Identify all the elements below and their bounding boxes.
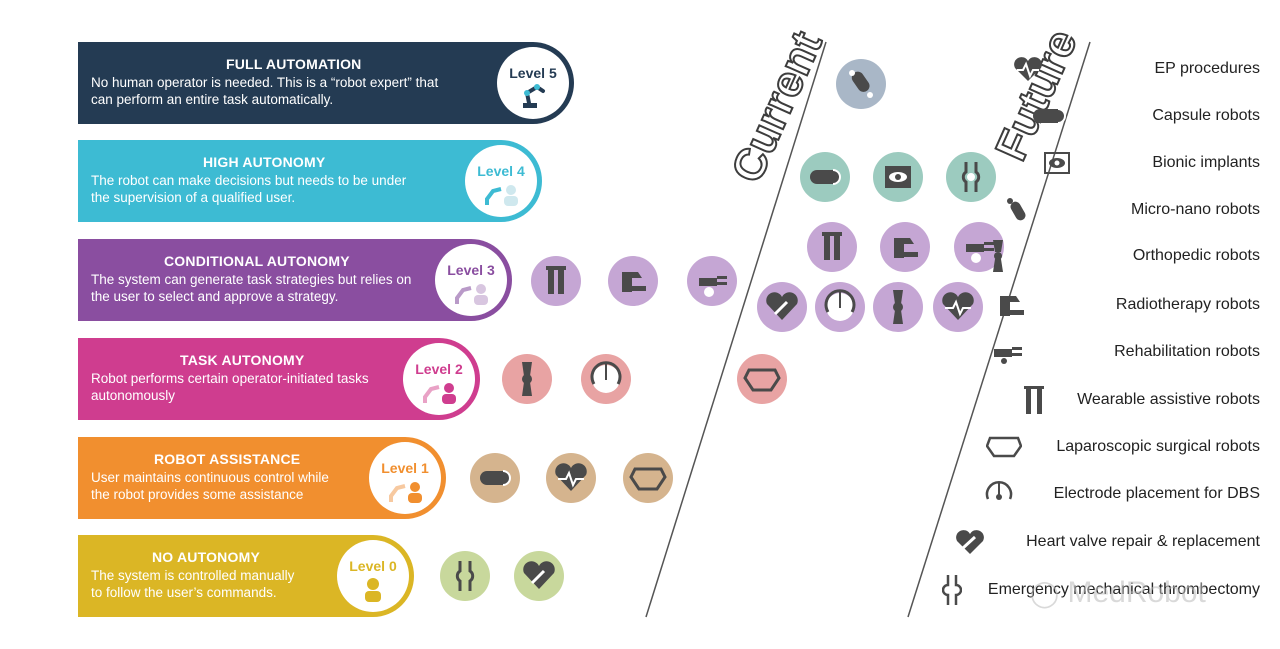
level-2-description: Robot performs certain operator-initiate… xyxy=(91,371,369,403)
level-4-badge: Level 4 xyxy=(465,145,537,217)
level-0-badge: Level 0 xyxy=(337,540,409,612)
future-item-ep-procedures: EP procedures xyxy=(1014,57,1260,81)
future-item-heart-valve-repair: Heart valve repair & replacement xyxy=(956,530,1260,554)
brain-electrode-icon xyxy=(985,481,1013,500)
level-1-title: ROBOT ASSISTANCE xyxy=(154,451,301,467)
bionic-eye-chip-icon xyxy=(873,152,923,202)
level-3-badge-label: Level 3 xyxy=(447,262,495,278)
level-0-title: NO AUTONOMY xyxy=(152,549,260,565)
level-5-description: No human operator is needed. This is a “… xyxy=(91,75,439,107)
robot-and-surgeon-icon xyxy=(389,482,422,503)
future-item-laparoscopic-surgical-robots: Laparoscopic surgical robots xyxy=(986,435,1260,459)
level-1-description: User maintains continuous control while … xyxy=(91,470,329,502)
level-3-title: CONDITIONAL AUTONOMY xyxy=(164,253,350,269)
exoskeleton-legs-icon xyxy=(531,256,581,306)
level-5-badge: Level 5 xyxy=(497,47,569,119)
laparoscopic-arms-icon xyxy=(986,436,1022,458)
heart-wrench-icon xyxy=(757,282,807,332)
heart-wrench-icon xyxy=(956,530,984,554)
micro-nano-robot-icon xyxy=(1007,198,1026,221)
radiotherapy-machine-icon xyxy=(880,222,930,272)
future-item-micro-nano-robots: Micro-nano robots xyxy=(1007,198,1260,222)
heart-wrench-icon xyxy=(514,551,564,601)
level-4-badge-label: Level 4 xyxy=(477,163,525,179)
level-1-badge: Level 1 xyxy=(369,442,441,514)
level-2-badge-label: Level 2 xyxy=(415,361,463,377)
heart-ecg-icon xyxy=(1014,57,1042,81)
vessel-stent-icon xyxy=(946,152,996,202)
brain-electrode-icon xyxy=(581,354,631,404)
exoskeleton-legs-icon xyxy=(1024,386,1044,414)
level-0-badge-label: Level 0 xyxy=(349,558,397,574)
level-4-description: The robot can make decisions but needs t… xyxy=(91,173,407,205)
capsule-icon xyxy=(1033,108,1066,124)
future-item-orthopedic-robots: Orthopedic robots xyxy=(993,240,1260,272)
future-item-bionic-implants: Bionic implants xyxy=(1044,151,1260,175)
level-4-title: HIGH AUTONOMY xyxy=(203,154,326,170)
rehab-hand-icon xyxy=(687,256,737,306)
level-0-description: The system is controlled manually to fol… xyxy=(91,568,295,600)
future-item-capsule-robots: Capsule robots xyxy=(1033,104,1260,128)
heart-ecg-icon xyxy=(933,282,983,332)
future-item-emergency-thrombectomy: Emergency mechanical thrombectomy xyxy=(942,575,1260,605)
exoskeleton-legs-icon xyxy=(807,222,857,272)
level-2-bar: TASK AUTONOMY Robot performs certain ope… xyxy=(78,338,480,420)
level-5-title: FULL AUTOMATION xyxy=(226,56,362,72)
micro-nano-robot-icon xyxy=(836,59,886,109)
radiotherapy-machine-icon xyxy=(1000,296,1024,316)
capsule-icon xyxy=(470,453,520,503)
rehab-hand-icon xyxy=(994,347,1022,364)
laparoscopic-arms-icon xyxy=(623,453,673,503)
laparoscopic-arms-icon xyxy=(737,354,787,404)
future-item-electrode-placement-dbs: Electrode placement for DBS xyxy=(985,481,1260,506)
level-3-bar: CONDITIONAL AUTONOMY The system can gene… xyxy=(78,239,512,321)
surgeon-icon xyxy=(365,578,381,602)
bionic-eye-chip-icon xyxy=(1044,152,1070,174)
brain-electrode-icon xyxy=(815,282,865,332)
future-item-radiotherapy-robots: Radiotherapy robots xyxy=(1000,293,1260,317)
robot-arm-icon xyxy=(523,84,545,108)
robot-and-surgeon-icon xyxy=(423,383,456,404)
level-5-badge-label: Level 5 xyxy=(509,65,557,81)
capsule-icon xyxy=(800,152,850,202)
vessel-stent-icon xyxy=(942,575,962,605)
knee-joint-icon xyxy=(873,282,923,332)
level-2-badge: Level 2 xyxy=(403,343,475,415)
knee-joint-icon xyxy=(502,354,552,404)
future-item-wearable-assistive-robots: Wearable assistive robots xyxy=(1024,386,1260,414)
robot-and-surgeon-icon xyxy=(485,185,518,206)
knee-joint-icon xyxy=(993,240,1003,272)
level-5-bar: FULL AUTOMATION No human operator is nee… xyxy=(78,42,574,124)
radiotherapy-machine-icon xyxy=(608,256,658,306)
watermark: ◯ MedRobot xyxy=(1030,576,1206,609)
level-0-bar: NO AUTONOMY The system is controlled man… xyxy=(78,535,414,617)
future-item-rehabilitation-robots: Rehabilitation robots xyxy=(994,340,1260,364)
level-1-bar: ROBOT ASSISTANCE User maintains continuo… xyxy=(78,437,446,519)
level-3-badge: Level 3 xyxy=(435,244,507,316)
wechat-logo-icon: ◯ xyxy=(1030,578,1060,608)
level-2-title: TASK AUTONOMY xyxy=(180,352,305,368)
future-column-heading: Future xyxy=(985,22,1087,169)
level-3-description: The system can generate task strategies … xyxy=(91,272,412,304)
level-1-badge-label: Level 1 xyxy=(381,460,429,476)
robot-and-surgeon-icon xyxy=(455,284,488,305)
level-4-bar: HIGH AUTONOMY The robot can make decisio… xyxy=(78,140,542,222)
heart-ecg-icon xyxy=(546,453,596,503)
vessel-stent-icon xyxy=(440,551,490,601)
